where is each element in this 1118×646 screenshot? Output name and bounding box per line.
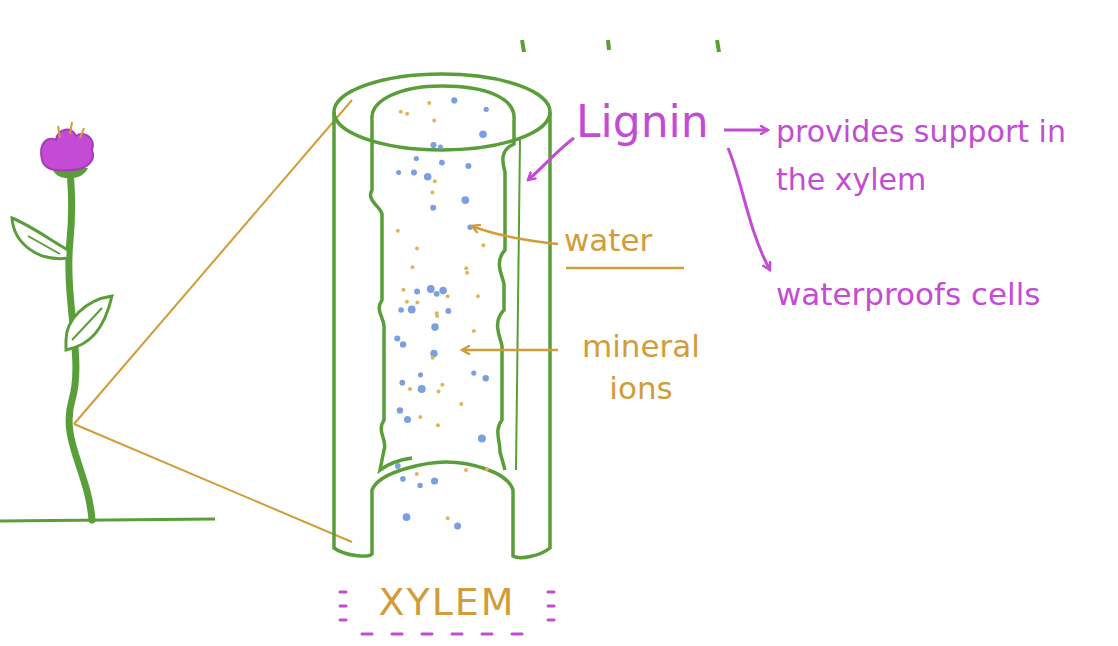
function-note: waterproofs cells <box>776 270 1046 318</box>
diagram-label: XYLEM <box>352 580 542 626</box>
flower-petals <box>41 130 93 171</box>
part-label: mineral ions <box>556 326 726 410</box>
plant-leaf <box>66 296 112 350</box>
lignin-arrow <box>724 129 768 132</box>
leaf-vein <box>72 308 102 340</box>
part-label: water <box>564 222 704 259</box>
plant-leaf <box>12 218 68 259</box>
zoom-line <box>74 424 352 542</box>
leaf-vein <box>28 236 60 254</box>
lignin-arrow <box>528 138 574 180</box>
water-and-ion-dots <box>394 97 489 529</box>
flower-stamens <box>58 122 84 138</box>
lignin-arrow <box>728 148 770 270</box>
underline <box>566 267 684 270</box>
edge-marks <box>522 40 719 52</box>
function-note: provides support in the xylem <box>776 108 1111 204</box>
xylem-vessel <box>334 74 550 558</box>
zoom-line <box>74 100 352 424</box>
leader-line <box>462 349 558 352</box>
ground-line <box>0 519 215 521</box>
lignin-label: Lignin <box>576 96 736 149</box>
leader-line <box>472 226 558 244</box>
